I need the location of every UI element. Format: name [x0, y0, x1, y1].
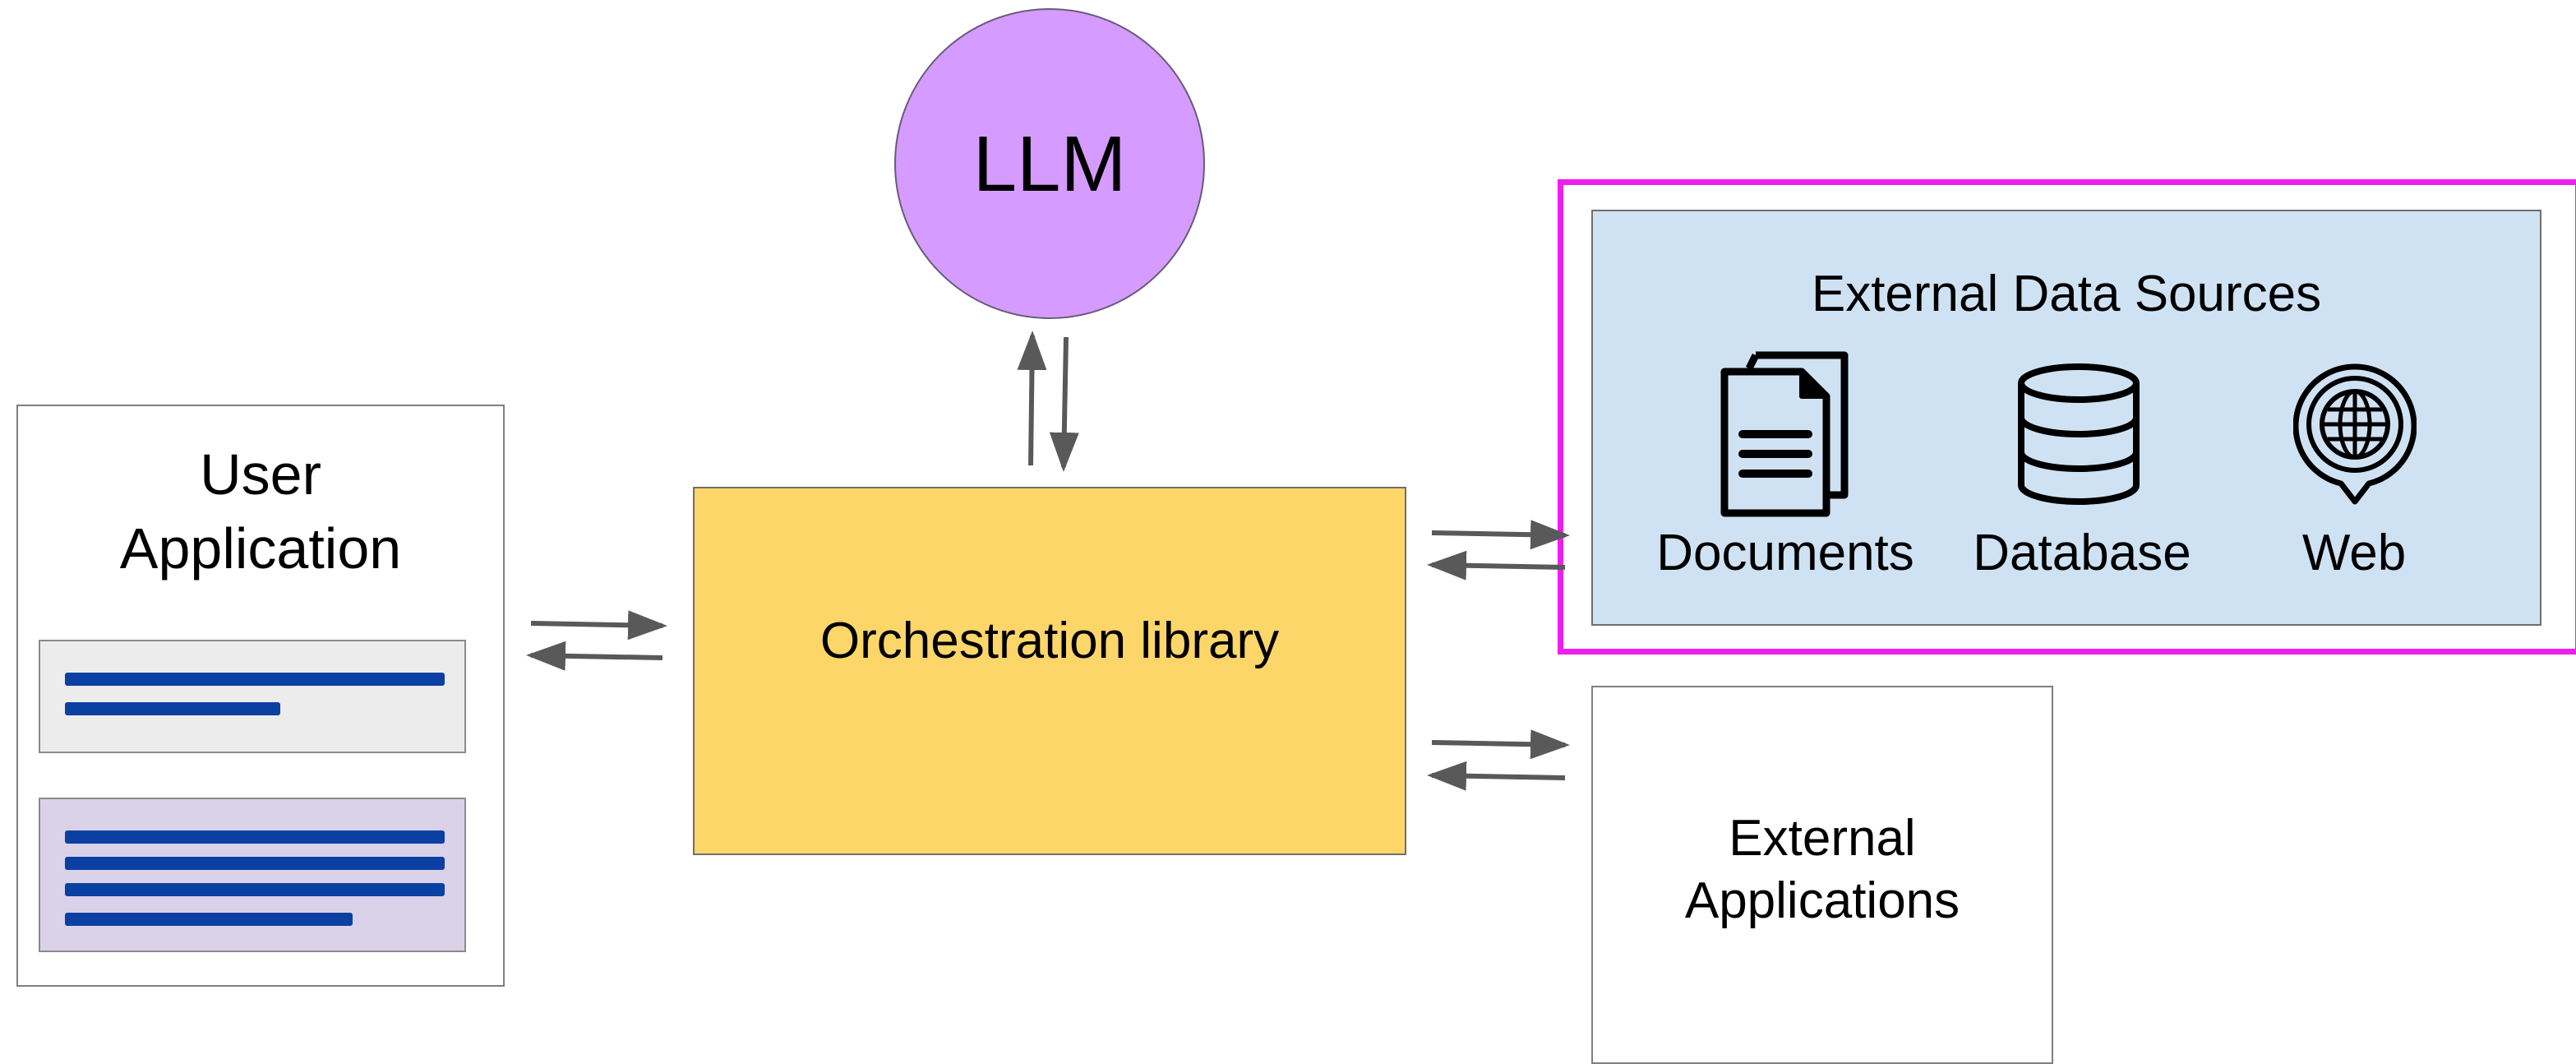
- arrow-orchestration-to-user: [526, 641, 663, 671]
- arrow-user-to-orchestration: [530, 610, 667, 641]
- database-icon: [2018, 363, 2140, 505]
- arrow-orchestration-to-llm: [1017, 331, 1047, 466]
- text-line: [65, 673, 445, 686]
- text-line: [65, 883, 445, 896]
- documents-icon: [1720, 351, 1849, 517]
- llm-label: LLM: [972, 120, 1127, 208]
- text-line: [65, 857, 445, 870]
- web-label: Web: [2301, 525, 2407, 581]
- chat-message-box: [39, 640, 466, 753]
- external-applications-box: [1591, 686, 2053, 1064]
- chat-message-box: [39, 798, 466, 952]
- llm-circle: [894, 8, 1205, 319]
- arrow-external-apps-to-orchestration: [1427, 761, 1566, 791]
- orchestration-library-label: Orchestration library: [819, 613, 1280, 669]
- arrow-orchestration-to-data-sources: [1431, 520, 1570, 550]
- arrow-orchestration-to-external-apps: [1431, 729, 1570, 760]
- text-line: [65, 702, 280, 715]
- user-application-title: User Application: [119, 442, 402, 581]
- documents-label: Documents: [1656, 525, 1914, 581]
- text-line: [65, 913, 353, 926]
- arrow-data-sources-to-orchestration: [1427, 550, 1566, 581]
- arrow-llm-to-orchestration: [1049, 336, 1079, 472]
- database-label: Database: [1973, 525, 2191, 581]
- web-icon: [2293, 363, 2417, 505]
- external-applications-title: External Applications: [1684, 810, 1960, 929]
- external-data-sources-title: External Data Sources: [1811, 266, 2322, 322]
- text-line: [65, 830, 445, 844]
- orchestration-library-box: [693, 487, 1406, 855]
